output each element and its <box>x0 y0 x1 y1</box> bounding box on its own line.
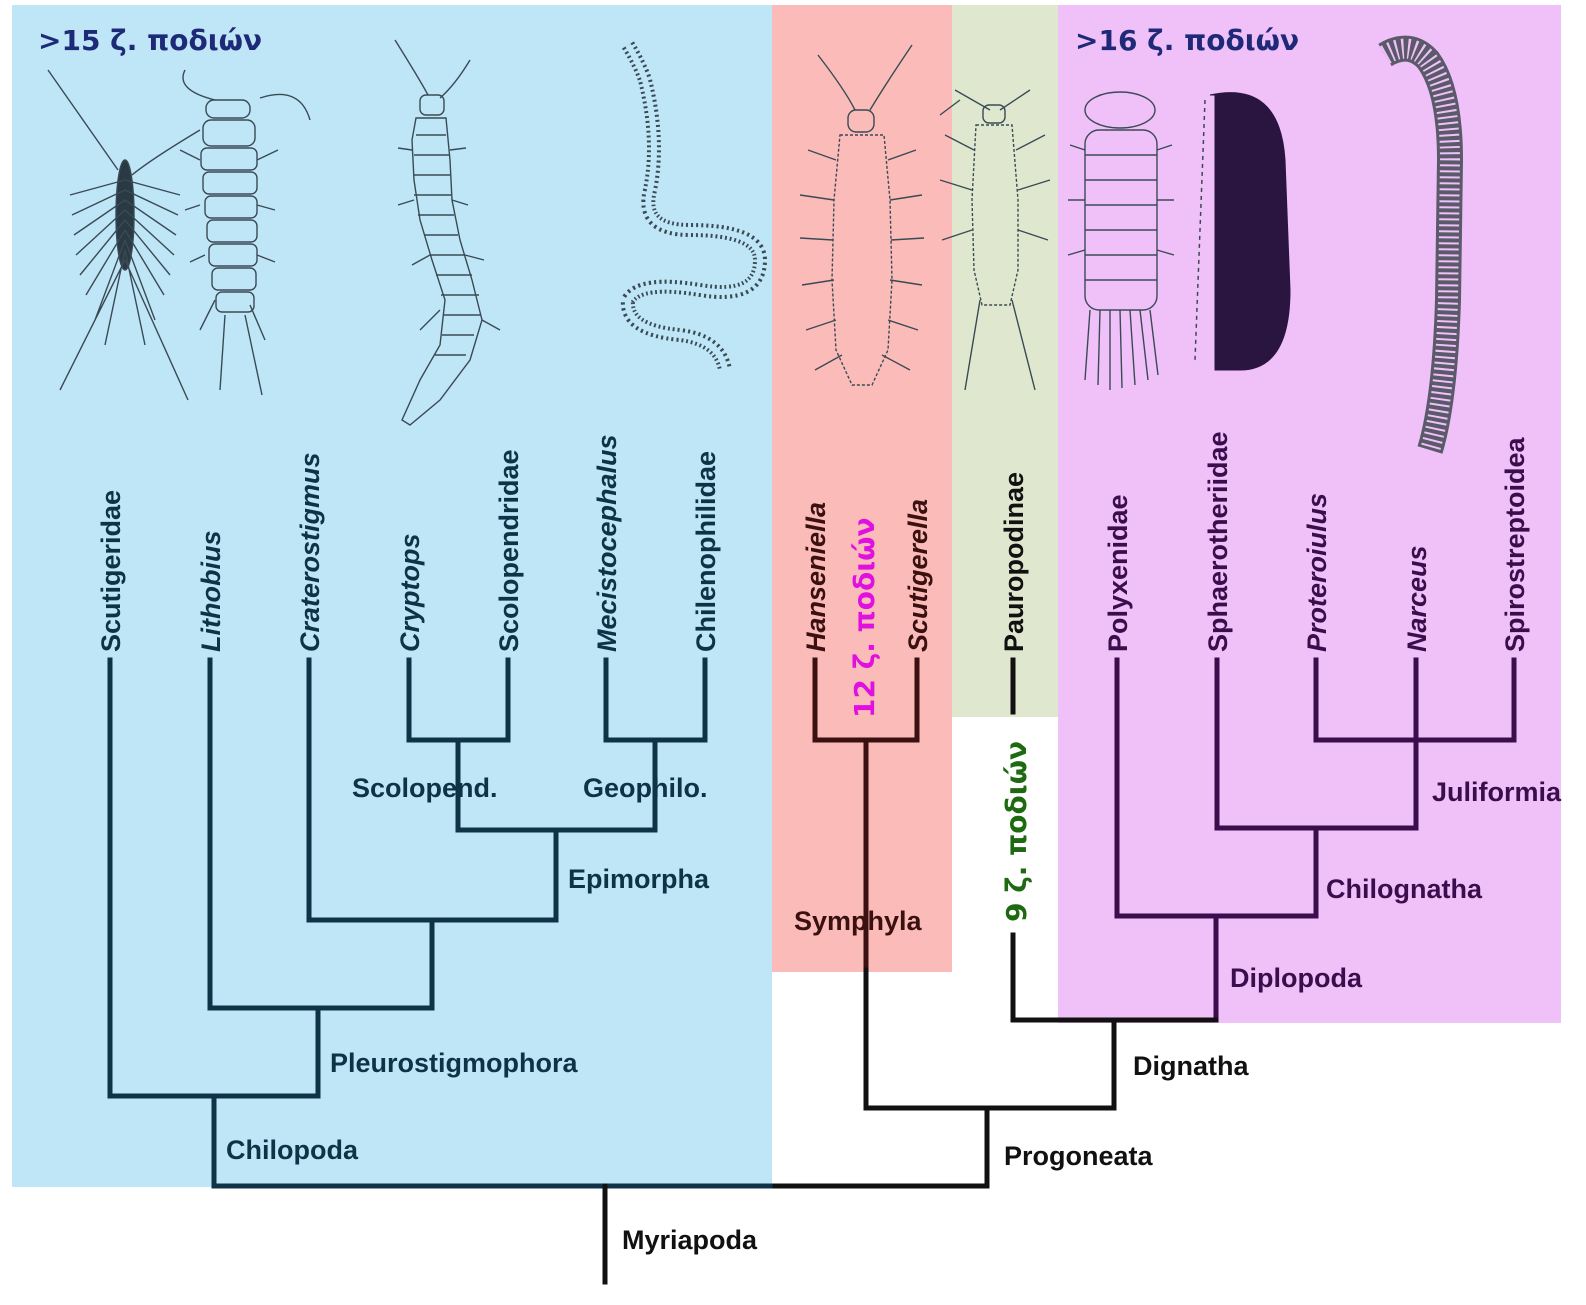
taxon-label: Proteroiulus <box>1302 493 1332 652</box>
symphyla-panel <box>772 5 952 972</box>
tree-branch <box>775 1108 987 1186</box>
clade-label-epimorpha: Epimorpha <box>568 864 710 894</box>
taxon-label: Narceus <box>1402 545 1432 652</box>
taxon-label: Hanseniella <box>801 502 831 652</box>
clade-label-progoneata: Progoneata <box>1004 1141 1154 1171</box>
clade-label-myriapoda: Myriapoda <box>622 1225 758 1255</box>
clade-label-chilognatha: Chilognatha <box>1326 874 1483 904</box>
taxon-label: Scutigeridae <box>96 490 126 652</box>
symphyla-leg-count: 12 ζ. ποδιών <box>848 517 881 718</box>
clade-label-geophilomorpha: Geophilo. <box>583 773 708 803</box>
taxon-label: Polyxenidae <box>1103 494 1133 652</box>
taxon-label: Sphaerotheriidae <box>1203 431 1233 652</box>
clade-label-diplopoda: Diplopoda <box>1230 963 1363 993</box>
pauropoda-leg-count: 9 ζ. ποδιών <box>1000 741 1033 922</box>
clade-label-dignatha: Dignatha <box>1133 1051 1249 1081</box>
diplopoda-leg-count: >16 ζ. ποδιών <box>1075 24 1299 57</box>
taxon-label: Pauropodinae <box>999 472 1029 652</box>
chilopoda-leg-count: >15 ζ. ποδιών <box>38 24 262 57</box>
taxon-label: Scolopendridae <box>494 449 524 652</box>
taxon-label: Craterostigmus <box>295 452 325 652</box>
taxon-label: Mecistocephalus <box>592 434 622 652</box>
taxon-label: Scutigerella <box>903 499 933 652</box>
clade-label-scolopendromorpha: Scolopend. <box>352 773 498 803</box>
clade-label-chilopoda: Chilopoda <box>226 1135 359 1165</box>
taxon-label: Chilenophilidae <box>691 451 721 652</box>
clade-label-juliformia: Juliformia <box>1432 777 1562 807</box>
clade-label-pleurostigmophora: Pleurostigmophora <box>330 1048 579 1078</box>
taxon-label: Cryptops <box>395 533 425 652</box>
taxon-label: Spirostreptoidea <box>1500 436 1530 652</box>
taxon-label: Lithobius <box>196 531 226 652</box>
clade-label-symphyla: Symphyla <box>794 906 923 936</box>
